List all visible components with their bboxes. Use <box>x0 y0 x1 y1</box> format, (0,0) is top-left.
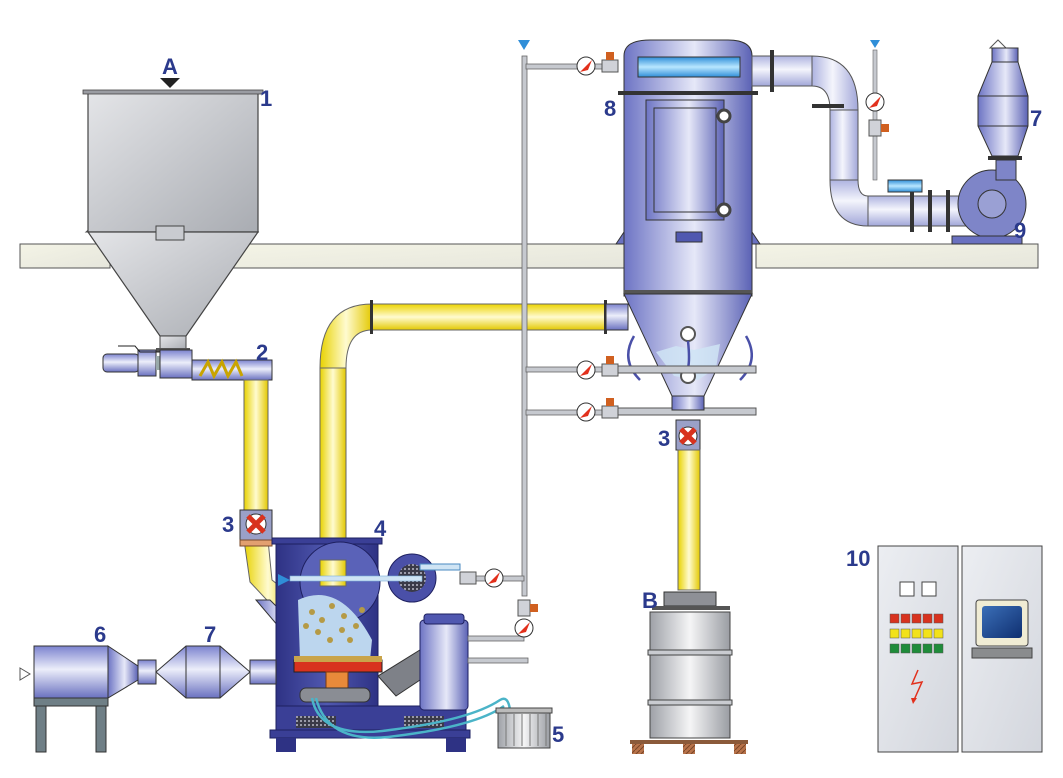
indicator-light <box>922 628 933 639</box>
indicator-light <box>900 628 911 639</box>
operator-terminal <box>971 599 1033 659</box>
feed-inlet-arrow <box>160 78 180 88</box>
indicator-light <box>911 643 922 654</box>
label-inlet-filter: 6 <box>94 622 106 647</box>
label-silencer-exhaust: 7 <box>1030 106 1042 131</box>
label-hopper: 1 <box>260 86 272 111</box>
label-fan: 9 <box>1014 218 1026 243</box>
ceiling-slab <box>19 243 1039 269</box>
indicator-light <box>933 628 944 639</box>
exhaust-duct <box>751 40 969 232</box>
label-mill: 4 <box>374 516 387 541</box>
mill-drive-motor <box>419 613 469 711</box>
inlet-silencer <box>137 645 277 699</box>
label-screw-feeder: 2 <box>256 340 268 365</box>
label-product-outlet: B <box>642 588 658 613</box>
label-valve-feed: 3 <box>222 512 234 537</box>
indicator-light <box>933 643 944 654</box>
label-control-cabinet: 10 <box>846 546 870 571</box>
rotary-valve-feed <box>245 513 267 535</box>
exhaust-silencer <box>977 39 1029 160</box>
indicator-light <box>911 628 922 639</box>
indicator-light <box>922 613 933 624</box>
indicator-light <box>900 643 911 654</box>
label-silencer-inlet: 7 <box>204 622 216 647</box>
product-filter <box>615 39 761 416</box>
indicator-light <box>889 643 900 654</box>
pressure-gauge-riser <box>514 599 538 638</box>
label-feed-inlet: A <box>162 54 178 79</box>
outlet-pipe <box>677 449 701 591</box>
product-drum <box>630 591 748 754</box>
label-valve-outlet: 3 <box>658 426 670 451</box>
pressure-gauge-lower-nozzles <box>576 398 619 422</box>
pressure-gauge-top <box>576 52 619 76</box>
indicator-light <box>922 643 933 654</box>
indicator-light <box>889 613 900 624</box>
pressure-gauge-fan <box>865 92 889 137</box>
feed-hopper <box>82 89 264 352</box>
pressure-gauge-upper-nozzles <box>576 356 619 380</box>
indicator-light <box>911 613 922 624</box>
indicator-lights <box>889 613 944 654</box>
jet-mill <box>269 537 471 752</box>
rotary-valve-outlet <box>675 419 701 451</box>
screw-feeder <box>102 345 273 381</box>
air-inlet-filter <box>19 645 139 753</box>
indicator-light <box>889 628 900 639</box>
pressure-gauge-mill <box>459 568 504 588</box>
cooling-hoses <box>310 697 512 739</box>
product-pipe <box>319 300 629 569</box>
indicator-light <box>900 613 911 624</box>
indicator-light <box>933 613 944 624</box>
compressor-unit <box>495 707 553 749</box>
label-cyclone-filter: 8 <box>604 96 616 121</box>
exhaust-fan <box>951 159 1027 245</box>
label-compressor: 5 <box>552 722 564 747</box>
